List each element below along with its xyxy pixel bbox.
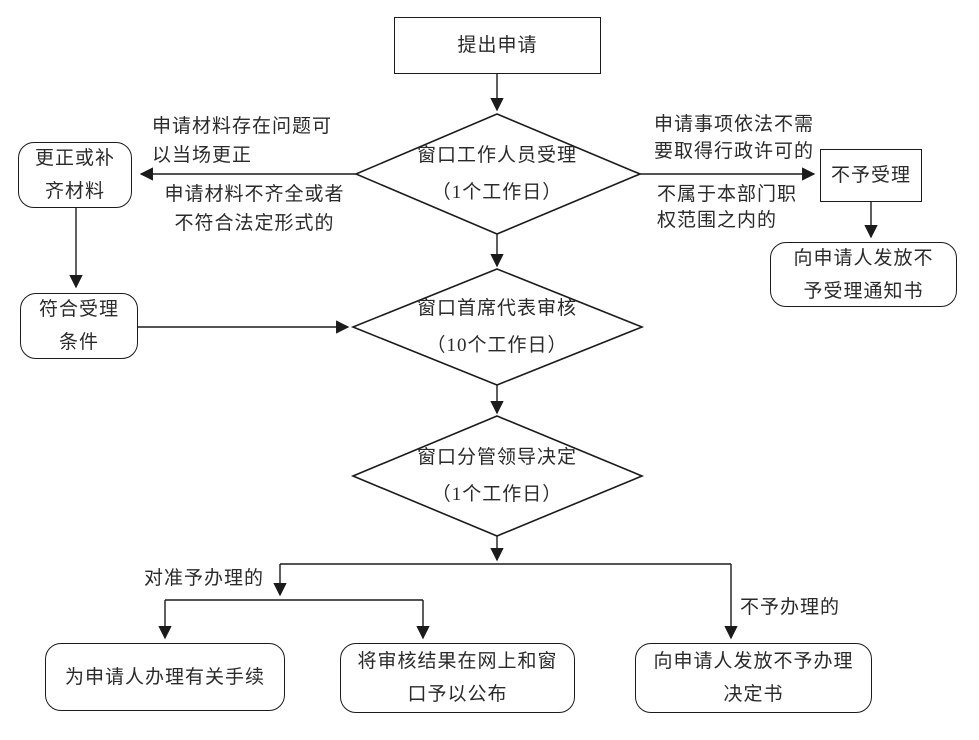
node-start: 提出申请 (394, 17, 601, 74)
node-meets-conditions-line1: 符合受理 (38, 299, 119, 320)
node-correct-materials-line2: 齐材料 (44, 181, 105, 202)
node-not-accepted-notice-line1: 向申请人发放不 (793, 247, 934, 269)
node-not-accepted: 不予受理 (820, 149, 922, 202)
edge-label-right-bottom-line1: 不属于本部门职 (657, 184, 798, 205)
node-meets-conditions: 符合受理 条件 (20, 293, 138, 359)
edge-label-left-bottom: 申请材料不齐全或者 不符合法定形式的 (152, 180, 357, 238)
decision-diamond-3-line2: （1个工作日） (431, 484, 563, 505)
node-publish-results: 将审核结果在网上和窗 口予以公布 (340, 643, 575, 713)
edge-label-approve: 对准予办理的 (144, 568, 265, 589)
edge-label-left-bottom-line2: 不符合法定形式的 (174, 213, 335, 234)
edge-label-left-top: 申请材料存在问题可 以当场更正 (152, 112, 332, 170)
decision-diamond-1-line1: 窗口工作人员受理 (416, 145, 577, 166)
decision-diamond-2-label: 窗口首席代表审核 （10个工作日） (367, 290, 627, 364)
node-correct-materials-line1: 更正或补 (34, 148, 115, 169)
decision-diamond-1-shape (353, 113, 643, 235)
node-not-accepted-label: 不予受理 (830, 165, 911, 186)
edge-label-right-top-line1: 申请事项依法不需 (654, 114, 815, 135)
node-meets-conditions-line2: 条件 (58, 332, 99, 353)
edge-label-left-top-line2: 以当场更正 (152, 145, 253, 166)
edge-label-left-top-line1: 申请材料存在问题可 (152, 116, 333, 137)
node-correct-materials: 更正或补 齐材料 (18, 142, 132, 208)
node-start-label: 提出申请 (457, 35, 538, 56)
decision-diamond-2-line1: 窗口首席代表审核 (416, 298, 577, 319)
node-deny-decision-notice: 向申请人发放不予办理 决定书 (635, 643, 872, 713)
edge-label-right-top: 申请事项依法不需 要取得行政许可的 (654, 111, 814, 165)
edge-lines (69, 74, 878, 640)
node-publish-results-line1: 将审核结果在网上和窗 (357, 651, 558, 672)
edge-label-right-bottom-line2: 权范围之内的 (657, 210, 778, 231)
decision-diamond-1-line2: （1个工作日） (431, 182, 563, 203)
node-publish-results-line2: 口予以公布 (407, 684, 508, 705)
node-handle-procedures: 为申请人办理有关手续 (45, 643, 285, 711)
edge-label-left-bottom-line1: 申请材料不齐全或者 (164, 184, 345, 205)
node-not-accepted-notice-line2: 予受理通知书 (803, 280, 924, 302)
decision-diamond-3-shape (350, 415, 645, 537)
decision-diamond-1-label: 窗口工作人员受理 （1个工作日） (367, 137, 627, 211)
edge-label-right-bottom: 不属于本部门职 权范围之内的 (657, 182, 797, 234)
node-deny-decision-notice-line1: 向申请人发放不予办理 (653, 651, 854, 672)
decision-diamond-3-label: 窗口分管领导决定 （1个工作日） (367, 439, 627, 513)
node-deny-decision-notice-line2: 决定书 (723, 684, 784, 705)
decision-diamond-2-shape (350, 268, 645, 386)
decision-diamond-2-line2: （10个工作日） (426, 335, 568, 356)
node-not-accepted-notice: 向申请人发放不 予受理通知书 (770, 242, 957, 307)
node-handle-procedures-label: 为申请人办理有关手续 (64, 666, 265, 688)
decision-diamond-shapes (350, 113, 645, 537)
edge-label-right-top-line2: 要取得行政许可的 (654, 141, 815, 162)
decision-diamond-3-line1: 窗口分管领导决定 (416, 447, 577, 468)
edge-label-deny: 不予办理的 (740, 597, 841, 618)
